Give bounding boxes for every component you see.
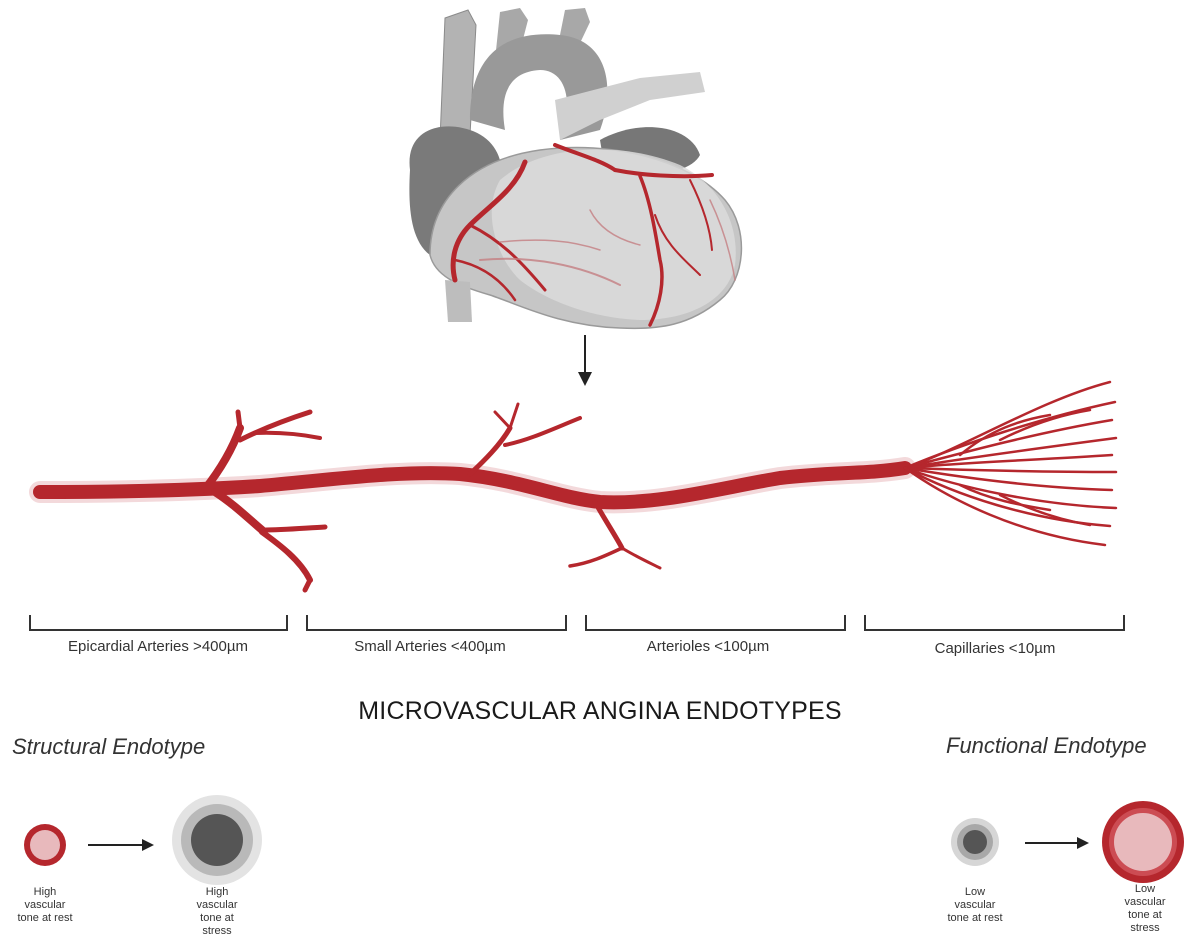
segment-label-capillaries: Capillaries <10µm <box>934 640 1056 657</box>
structural-stress-caption: High vascular tone at stress <box>196 886 238 937</box>
functional-stress-caption: Low vascular tone at stress <box>1124 883 1166 934</box>
structural-rest-caption: High vascular tone at rest <box>17 886 73 924</box>
right-arrow-icon <box>1025 837 1089 849</box>
segment-label-small-arteries: Small Arteries <400µm <box>354 638 506 655</box>
segment-label-arterioles: Arterioles <100µm <box>646 638 770 655</box>
structural-rest-vessel <box>24 824 66 866</box>
vessel-tree <box>29 380 1118 593</box>
structural-endotype-title: Structural Endotype <box>12 734 206 759</box>
functional-stress-vessel <box>1102 801 1184 883</box>
down-arrow-icon <box>578 335 592 386</box>
right-arrow-icon <box>88 839 154 851</box>
bracket-epicardial <box>29 615 288 631</box>
segment-label-epicardial: Epicardial Arteries >400µm <box>68 638 248 655</box>
structural-stress-vessel <box>172 795 262 885</box>
functional-rest-caption: Low vascular tone at rest <box>947 886 1003 924</box>
functional-rest-vessel <box>951 818 999 866</box>
bracket-capillaries <box>864 615 1125 631</box>
functional-endotype-title: Functional Endotype <box>946 733 1147 758</box>
main-title: MICROVASCULAR ANGINA ENDOTYPES <box>358 697 842 725</box>
segment-brackets <box>29 615 1125 631</box>
bracket-small-arteries <box>306 615 567 631</box>
heart-illustration <box>409 8 743 330</box>
bracket-arterioles <box>585 615 846 631</box>
